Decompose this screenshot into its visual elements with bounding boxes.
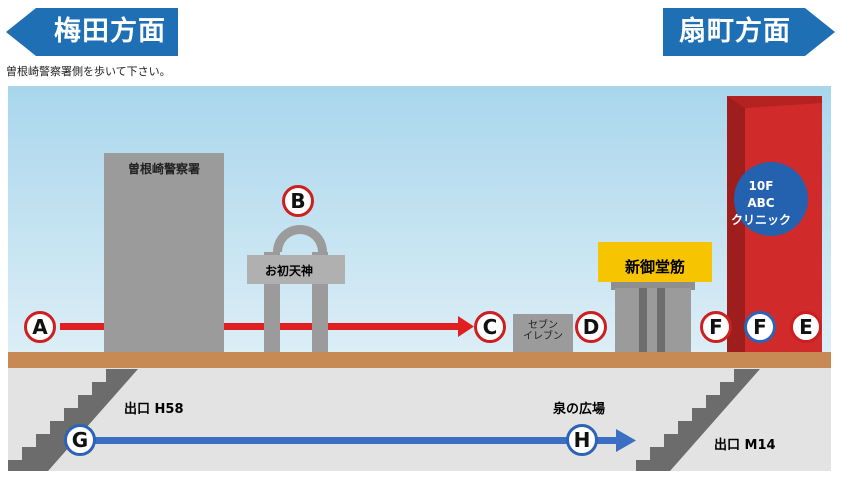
arrow-right-icon xyxy=(663,8,835,56)
stairs-m14 xyxy=(636,369,760,471)
ogimachi-direction-banner: 扇町方面 xyxy=(663,8,835,56)
midosuji-label: 新御堂筋 xyxy=(624,258,685,276)
marker-e: E xyxy=(790,311,822,343)
arrow-left-icon xyxy=(6,8,178,56)
seven-eleven-building xyxy=(513,314,573,352)
police-station-label: 曽根崎警察署 xyxy=(127,162,200,176)
umeda-direction-banner: 梅田方面 xyxy=(6,8,178,56)
ground-strip xyxy=(8,352,831,368)
underground-route xyxy=(80,429,636,452)
police-building xyxy=(104,153,224,352)
walking-instruction: 曽根崎警察署側を歩いて下さい。 xyxy=(6,65,171,78)
ogimachi-direction-label: 扇町方面 xyxy=(679,16,791,47)
marker-g: G xyxy=(64,424,96,456)
marker-d: D xyxy=(575,311,607,343)
midosuji-structure xyxy=(598,242,712,352)
marker-a: A xyxy=(24,311,56,343)
clinic-building xyxy=(727,96,822,352)
marker-b: B xyxy=(282,185,314,217)
exit-m14-label: 出口 M14 xyxy=(714,438,776,453)
exit-h58-label: 出口 H58 xyxy=(124,402,184,417)
umeda-direction-label: 梅田方面 xyxy=(54,16,166,47)
marker-f-outside: F xyxy=(700,311,732,343)
marker-f-inside: F xyxy=(744,311,776,343)
ohatsu-tenjin-label: お初天神 xyxy=(264,264,313,278)
marker-c: C xyxy=(474,311,506,343)
izumi-plaza-label: 泉の広場 xyxy=(553,402,606,417)
surface-route xyxy=(60,316,474,337)
seven-eleven-label: セブン イレブン xyxy=(523,320,563,342)
clinic-label: 10F ABC クリニック xyxy=(730,179,791,227)
marker-h: H xyxy=(566,424,598,456)
stairs-h58 xyxy=(8,369,138,471)
